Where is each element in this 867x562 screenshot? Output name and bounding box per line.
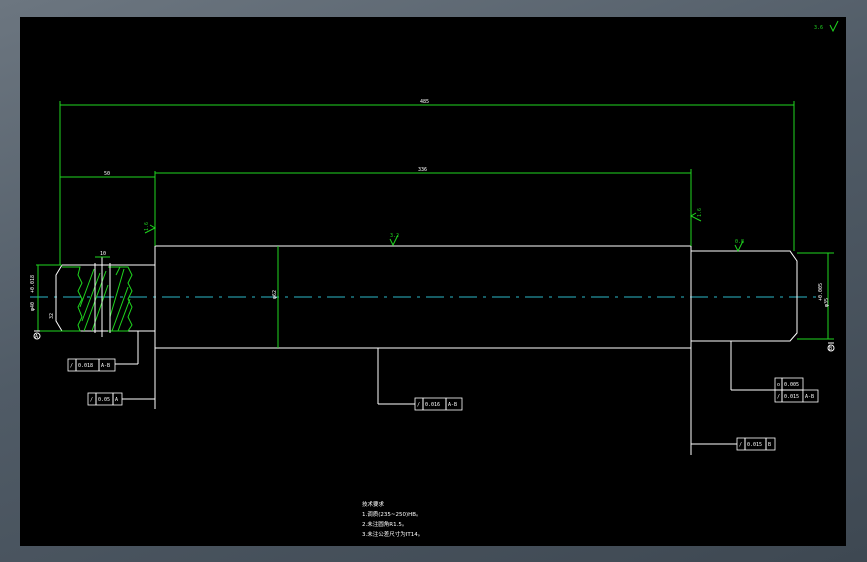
svg-text:336: 336 <box>418 167 427 173</box>
svg-text:φ40: φ40 <box>30 302 36 311</box>
tol-frame-left-face: / 0.05 A <box>87 392 123 406</box>
svg-text:50: 50 <box>104 171 110 177</box>
tol-frame-center: / 0.016 A-B <box>414 397 463 411</box>
datum-markers: A B <box>33 330 835 352</box>
svg-text:A-B: A-B <box>805 394 814 400</box>
svg-text:3.2: 3.2 <box>390 233 399 239</box>
svg-text:0.018: 0.018 <box>78 363 93 369</box>
svg-text:1.6: 1.6 <box>144 222 150 231</box>
dim-diameters: φ40 +0.018 32 φ62 φ35 +0.005 <box>30 246 834 348</box>
svg-text:0.015: 0.015 <box>747 442 762 448</box>
tol-frame-right: o 0.005 / 0.015 A-B <box>774 377 819 403</box>
roughness-icon <box>689 212 702 222</box>
technical-notes: 技术要求 1.调质(235~250)HB。 2.未注圆角R1.5。 3.未注公差… <box>362 500 423 538</box>
drawing-canvas[interactable]: 3.6 <box>20 17 846 546</box>
roughness-marks: 3.2 0.8 1.6 1.6 <box>144 208 744 253</box>
svg-text:485: 485 <box>420 99 429 105</box>
svg-text:0.016: 0.016 <box>425 402 440 408</box>
svg-text:A: A <box>35 334 38 340</box>
svg-text:o: o <box>777 382 780 388</box>
svg-text:0.005: 0.005 <box>784 382 799 388</box>
svg-text:技术要求: 技术要求 <box>362 500 385 508</box>
svg-text:+0.005: +0.005 <box>818 283 824 301</box>
roughness-icon <box>389 234 399 247</box>
dim-sections: 50 336 10 <box>60 167 692 258</box>
dim-overall: 485 <box>59 99 795 265</box>
svg-text:φ35: φ35 <box>824 298 830 307</box>
roughness-note: 3.6 <box>814 25 823 31</box>
svg-text:A: A <box>115 397 118 403</box>
svg-text:B: B <box>768 442 771 448</box>
svg-text:2.未注圆角R1.5。: 2.未注圆角R1.5。 <box>362 520 407 528</box>
svg-text:0.05: 0.05 <box>98 397 110 403</box>
svg-text:A-B: A-B <box>101 363 110 369</box>
svg-text:/: / <box>739 442 742 448</box>
svg-text:/: / <box>90 397 93 403</box>
svg-text:φ62: φ62 <box>272 290 278 299</box>
svg-text:10: 10 <box>100 251 106 257</box>
svg-text:32: 32 <box>49 313 55 319</box>
svg-text:1.调质(235~250)HB。: 1.调质(235~250)HB。 <box>362 510 422 518</box>
roughness-icon <box>734 240 744 253</box>
svg-text:0.8: 0.8 <box>735 239 744 245</box>
roughness-symbol-icon <box>829 20 839 33</box>
svg-text:1.6: 1.6 <box>697 208 703 217</box>
svg-text:+0.018: +0.018 <box>30 275 36 293</box>
svg-text:0.015: 0.015 <box>784 394 799 400</box>
shaft-drawing: 3.6 <box>30 20 839 538</box>
svg-text:A-B: A-B <box>448 402 457 408</box>
svg-text:/: / <box>417 402 420 408</box>
svg-text:/: / <box>777 394 780 400</box>
svg-text:B: B <box>829 346 832 352</box>
svg-text:/: / <box>70 363 73 369</box>
svg-text:3.未注公差尺寸为IT14。: 3.未注公差尺寸为IT14。 <box>362 530 423 538</box>
roughness-icon <box>144 224 157 234</box>
keyway-section <box>62 257 133 337</box>
tol-frame-right-face: / 0.015 B <box>736 437 776 451</box>
tol-frame-left: / 0.018 A-B <box>67 358 116 372</box>
tolerance-leaders <box>115 331 775 455</box>
